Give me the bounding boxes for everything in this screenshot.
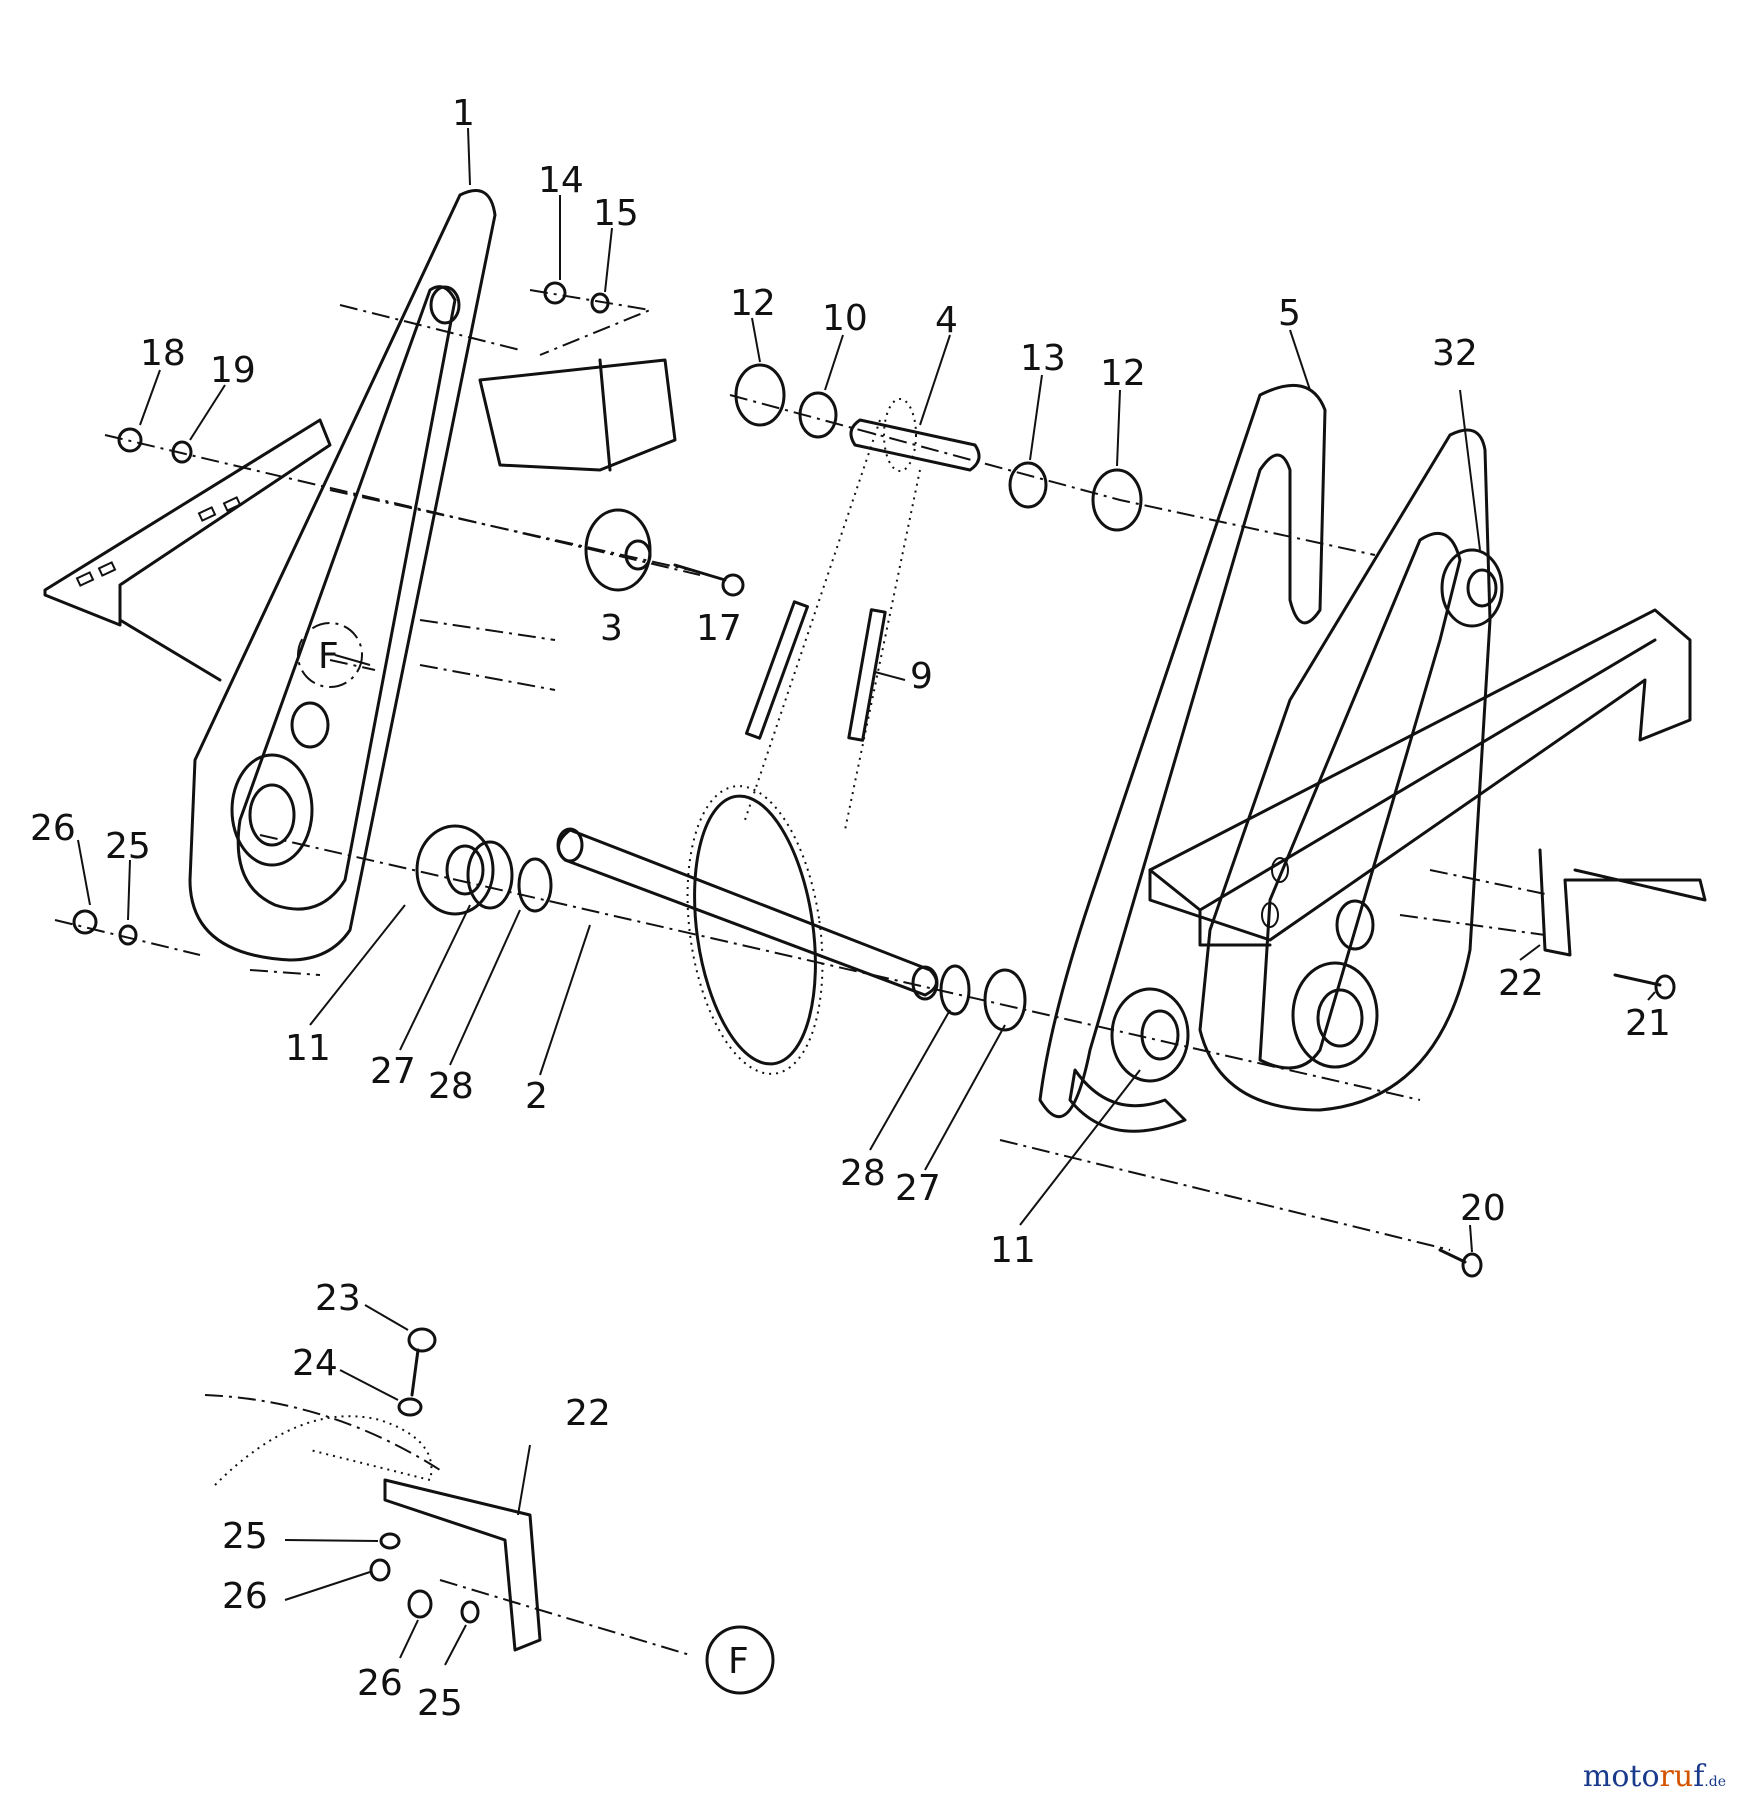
bushing-13 [1008, 461, 1048, 509]
right-case-cover [1198, 428, 1504, 1112]
label-11-right: 11 [990, 1230, 1036, 1271]
label-11-left: 11 [285, 1028, 331, 1069]
label-20: 20 [1460, 1188, 1506, 1229]
label-22-right: 22 [1498, 963, 1544, 1004]
label-32: 32 [1432, 333, 1478, 374]
label-2: 2 [525, 1076, 548, 1117]
label-24: 24 [292, 1343, 338, 1384]
bearing-12-left [734, 363, 786, 427]
watermark-part-b: ru [1659, 1759, 1694, 1794]
reference-f-main [297, 622, 363, 688]
watermark-tld: .de [1704, 1774, 1726, 1790]
nut-18 [117, 427, 143, 453]
label-18: 18 [140, 333, 186, 374]
bearing-11-right [1110, 987, 1190, 1083]
label-28-right: 28 [840, 1153, 886, 1194]
label-12-right: 12 [1100, 353, 1146, 394]
upper-shaft [849, 398, 981, 472]
label-3: 3 [600, 608, 623, 649]
motoruf-watermark: motoruf.de [1583, 1759, 1726, 1794]
drive-axle [556, 827, 939, 1001]
left-case-bore [230, 753, 314, 867]
ring-28-left [517, 857, 553, 913]
washer-27-left [466, 840, 514, 910]
bolt-17 [721, 573, 745, 597]
label-12-left: 12 [730, 283, 776, 324]
bearing-11-left [415, 824, 495, 916]
label-26-inset-a: 26 [222, 1576, 268, 1617]
bearing-12-right [1091, 468, 1143, 532]
label-23: 23 [315, 1278, 361, 1319]
watermark-part-a: moto [1582, 1759, 1660, 1794]
label-f-inset: F [728, 1641, 749, 1682]
label-10: 10 [822, 298, 868, 339]
label-26-inset-b: 26 [357, 1663, 403, 1704]
label-1: 1 [452, 93, 475, 134]
large-sprocket [686, 785, 824, 1075]
label-22-inset: 22 [565, 1393, 611, 1434]
label-26-left: 26 [30, 808, 76, 849]
label-27-left: 27 [370, 1051, 416, 1092]
bolt-23 [407, 1327, 437, 1353]
label-25-inset-b: 25 [417, 1683, 463, 1724]
label-21: 21 [1625, 1003, 1671, 1044]
detail-f-inset [204, 1327, 542, 1652]
label-15: 15 [593, 193, 639, 234]
label-28-left: 28 [428, 1066, 474, 1107]
nut-26-inset-a [369, 1558, 391, 1582]
fasteners [72, 281, 1707, 1278]
label-25-inset-a: 25 [222, 1516, 268, 1557]
label-4: 4 [935, 300, 958, 341]
tine-support-bar [1148, 608, 1692, 947]
watermark-part-c: f [1693, 1759, 1705, 1794]
label-13: 13 [1020, 338, 1066, 379]
washer-25-inset-b [460, 1600, 480, 1624]
left-mounting-plate [43, 358, 677, 682]
leader-lines [77, 127, 1656, 1666]
label-25-left: 25 [105, 826, 151, 867]
label-5: 5 [1278, 293, 1301, 334]
washer-27-right [983, 968, 1027, 1032]
centre-lines [54, 289, 1551, 1656]
reference-f-inset [705, 1625, 775, 1695]
bracket-22-inset [383, 1478, 542, 1652]
label-27-right: 27 [895, 1168, 941, 1209]
label-19: 19 [210, 350, 256, 391]
left-chain-case [188, 189, 497, 962]
drive-chain [744, 419, 921, 831]
part-labels: 1 14 15 18 19 12 10 4 13 12 5 32 3 17 9 … [30, 93, 1671, 1724]
washer-24 [397, 1397, 423, 1417]
bushing-10 [798, 391, 838, 439]
label-9: 9 [910, 656, 933, 697]
ring-28-right [939, 964, 971, 1016]
bolt-20 [1461, 1252, 1483, 1278]
label-17: 17 [696, 608, 742, 649]
nut-14 [543, 281, 567, 305]
bearings [415, 363, 1190, 1083]
right-chain-case [1038, 383, 1327, 1133]
label-f-main: F [318, 636, 339, 677]
washer-25-inset-a [379, 1532, 401, 1550]
label-14: 14 [538, 160, 584, 201]
nut-26-left [72, 909, 98, 935]
bolt-21 [1654, 974, 1676, 1000]
washer-25-left [118, 924, 138, 946]
bracket-22-right [1538, 848, 1707, 957]
nut-26-inset-b [407, 1589, 433, 1619]
